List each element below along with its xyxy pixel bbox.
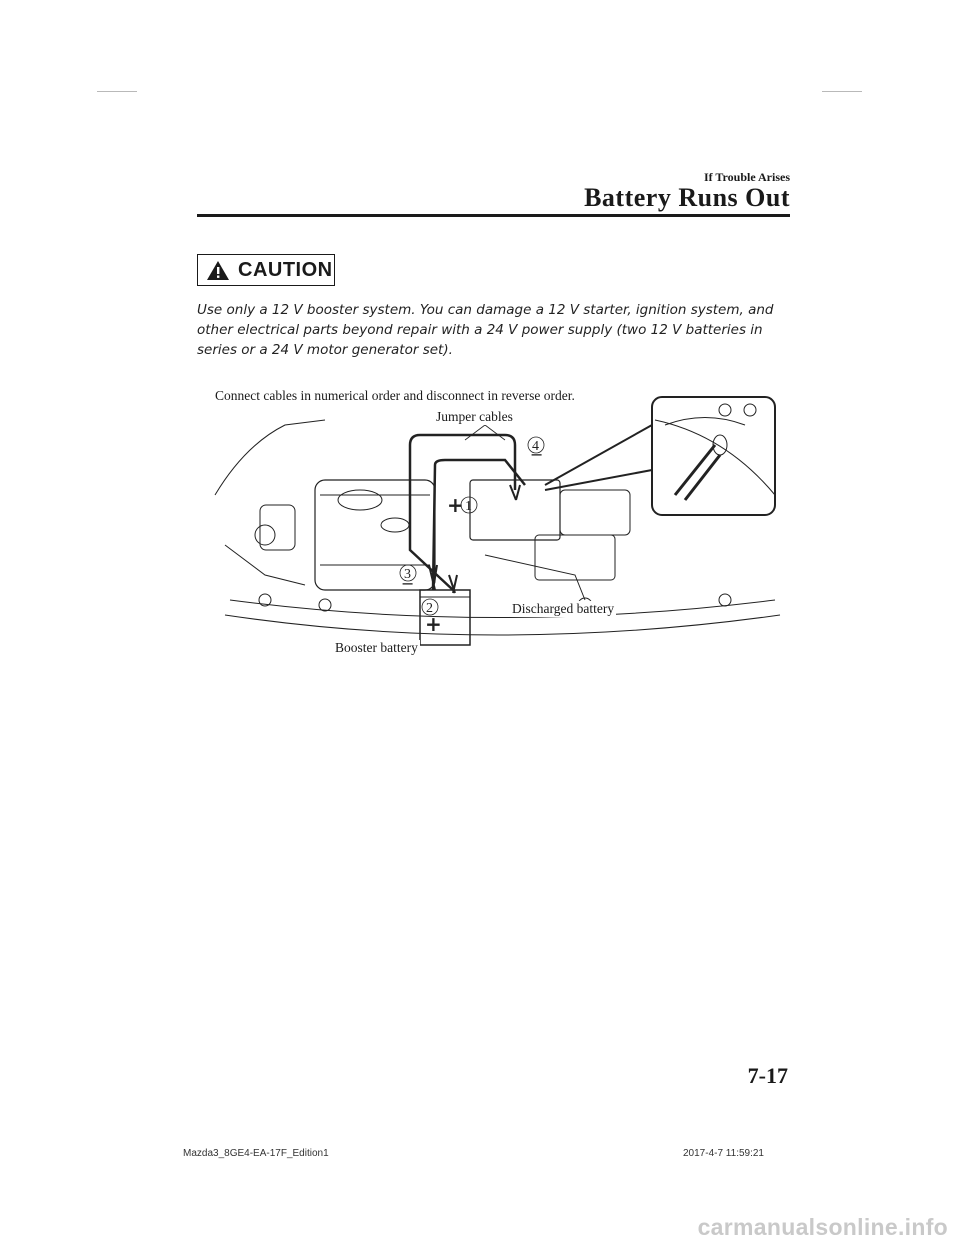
warning-icon bbox=[207, 260, 229, 280]
minus-sign-1: − bbox=[530, 445, 543, 464]
booster-battery bbox=[419, 589, 471, 646]
label-jumper-cables: Jumper cables bbox=[434, 409, 515, 425]
title-rule bbox=[197, 214, 790, 217]
figure-caption: Connect cables in numerical order and di… bbox=[215, 388, 575, 403]
hood-left-fender bbox=[214, 419, 326, 496]
plus-sign-1: + bbox=[447, 493, 464, 517]
label-discharged-battery: Discharged battery bbox=[510, 601, 617, 617]
engine-bay-front bbox=[224, 614, 781, 636]
page-title: Battery Runs Out bbox=[584, 183, 790, 212]
marker-circle-2: 2 bbox=[426, 601, 433, 616]
caution-text: Use only a 12 V booster system. You can … bbox=[197, 302, 774, 358]
jumper-cable-negative bbox=[431, 458, 526, 591]
jumper-cable-positive bbox=[408, 433, 517, 591]
marker-circle-4: 4 bbox=[532, 439, 539, 454]
crop-mark-left bbox=[97, 91, 137, 92]
hood-right-fender bbox=[654, 419, 776, 496]
engine-cover bbox=[314, 479, 436, 591]
crop-mark-right bbox=[822, 91, 862, 92]
page-number: 7-17 bbox=[747, 1063, 788, 1088]
label-booster-battery: Booster battery bbox=[333, 640, 420, 656]
footer-timestamp: 2017-4-7 11:59:21 bbox=[683, 1148, 764, 1159]
marker-circle-3: 3 bbox=[404, 567, 411, 582]
inset-detail bbox=[651, 396, 776, 516]
watermark: carmanualsonline.info bbox=[697, 1214, 948, 1240]
engine-bay-illustration: 4 − 1 + 3 − 2 + bbox=[214, 396, 781, 646]
minus-sign-2: − bbox=[401, 574, 414, 593]
section-heading: If Trouble Arises bbox=[703, 170, 790, 184]
caution-badge: CAUTION bbox=[197, 254, 335, 286]
marker-circle-1: 1 bbox=[465, 499, 472, 514]
plus-sign-2: + bbox=[425, 612, 442, 636]
footer-edition: Mazda3_8GE4-EA-17F_Edition1 bbox=[183, 1148, 329, 1159]
caution-label: CAUTION bbox=[238, 258, 333, 281]
